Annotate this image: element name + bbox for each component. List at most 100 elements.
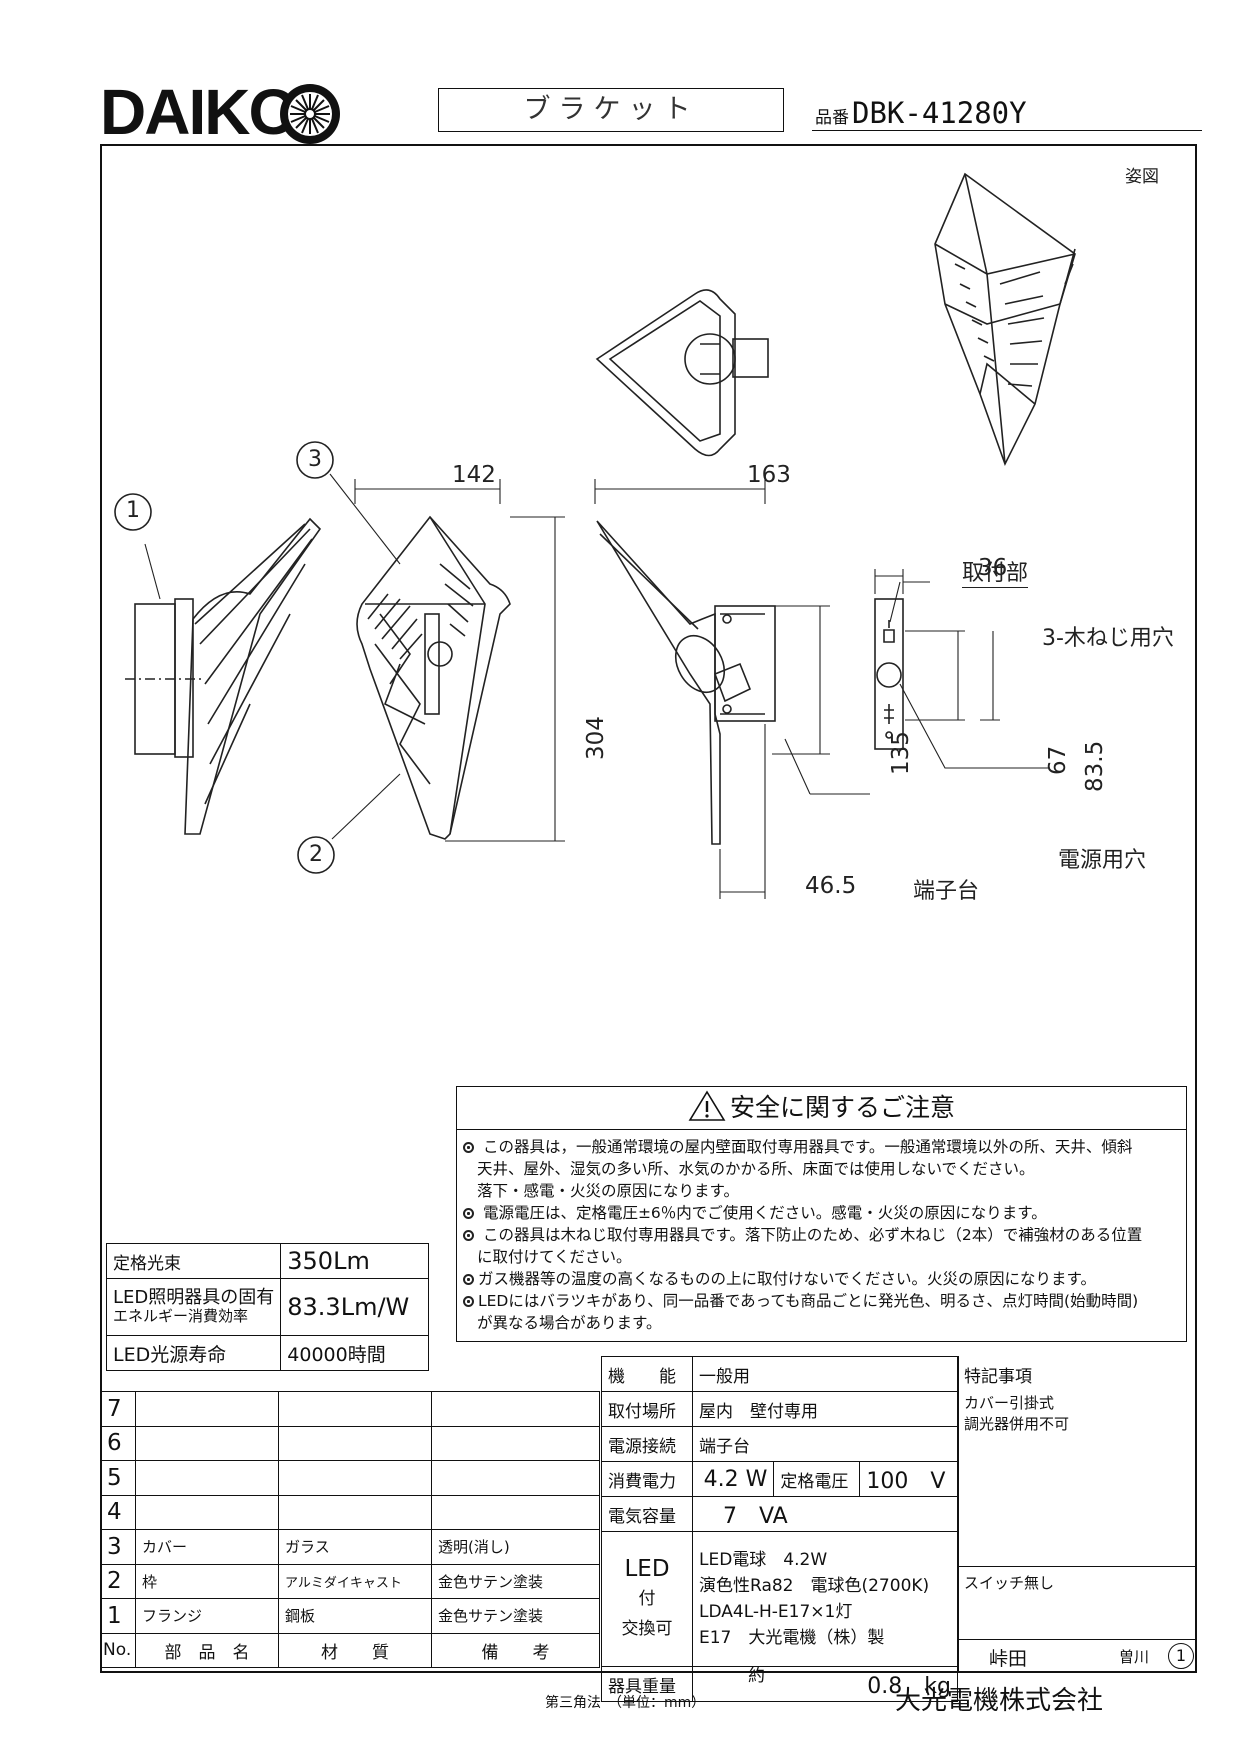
part-name bbox=[135, 1460, 279, 1496]
led-details: LED電球 4.2W 演色性Ra82 電球色(2700K) LDA4L-H-E1… bbox=[692, 1531, 958, 1667]
terminal-label: 端子台 bbox=[913, 879, 980, 904]
table-row: 電源接続端子台 bbox=[601, 1426, 958, 1462]
callout-circles bbox=[114, 441, 335, 874]
rated-v-value: 100 V bbox=[859, 1461, 958, 1497]
view-label: 姿図 bbox=[1125, 167, 1159, 187]
part-name: カバー bbox=[135, 1529, 279, 1565]
col-material-header: 材 質 bbox=[278, 1632, 432, 1668]
company-name: 大光電機株式会社 bbox=[895, 1686, 1104, 1716]
part-no: 2 bbox=[100, 1563, 136, 1599]
led-life-value: 40000時間 bbox=[280, 1335, 430, 1371]
power-label: 消費電力 bbox=[601, 1461, 693, 1497]
part-material bbox=[278, 1425, 432, 1461]
bullet-icon bbox=[463, 1230, 474, 1241]
notes-divider bbox=[959, 1566, 1196, 1567]
power-conn-value: 端子台 bbox=[692, 1426, 958, 1462]
part-no: 3 bbox=[100, 1529, 136, 1565]
function-value: 一般用 bbox=[692, 1356, 958, 1392]
table-row: LED光源寿命 40000時間 bbox=[105, 1335, 430, 1371]
rated-flux-value: 350Lm bbox=[280, 1243, 430, 1279]
sheet-number: 1 bbox=[1168, 1643, 1194, 1669]
table-row: LED照明器具の固有 エネルギー消費効率 83.3Lm/W bbox=[105, 1278, 430, 1336]
mount-label: 取付場所 bbox=[601, 1391, 693, 1427]
part-remark bbox=[431, 1460, 600, 1496]
sun-logo-icon bbox=[280, 84, 340, 144]
part-material: ガラス bbox=[278, 1529, 432, 1565]
mount-plate bbox=[874, 598, 904, 750]
callout-2: 2 bbox=[309, 842, 323, 867]
front-view bbox=[125, 517, 322, 835]
mount-value: 屋内 壁付専用 bbox=[692, 1391, 958, 1427]
table-row: 取付場所屋内 壁付専用 bbox=[601, 1391, 958, 1427]
efficiency-label: LED照明器具の固有 エネルギー消費効率 bbox=[105, 1278, 282, 1336]
checked-by: 曽川 bbox=[1119, 1648, 1150, 1666]
function-label: 機 能 bbox=[601, 1356, 693, 1392]
perspective-view bbox=[934, 172, 1076, 467]
part-remark: 金色サテン塗装 bbox=[431, 1598, 600, 1634]
col-no-header: No. bbox=[100, 1632, 136, 1668]
part-no: 4 bbox=[100, 1494, 136, 1530]
callout-1: 1 bbox=[126, 498, 140, 523]
part-name bbox=[135, 1391, 279, 1427]
bullet-icon bbox=[463, 1274, 474, 1285]
logo-text: DAIKO bbox=[100, 76, 298, 148]
part-name bbox=[135, 1494, 279, 1530]
projection-note: 第三角法 （単位：mm） bbox=[545, 1695, 706, 1711]
col-remark-header: 備 考 bbox=[431, 1632, 600, 1668]
safety-line: この器具は，一般通常環境の屋内壁面取付専用器具です。一般通常環境以外の所、天井、… bbox=[463, 1136, 1178, 1158]
mount-section-label: 取付部 bbox=[962, 555, 1029, 588]
part-material bbox=[278, 1494, 432, 1530]
drawn-by: 峠田 bbox=[989, 1648, 1028, 1670]
notes-line-2: 調光器併用不可 bbox=[964, 1415, 1070, 1433]
safety-line: この器具は木ねじ取付専用器具です。落下防止のため、必ず木ねじ（2本）で補強材のあ… bbox=[463, 1224, 1178, 1246]
part-no: 7 bbox=[100, 1391, 136, 1427]
safety-notice-title: 安全に関するご注意 bbox=[457, 1087, 1186, 1130]
safety-notice-body: この器具は，一般通常環境の屋内壁面取付専用器具です。一般通常環境以外の所、天井、… bbox=[457, 1130, 1186, 1334]
brand-logo: DAIKO bbox=[100, 78, 340, 148]
capacity-label: 電気容量 bbox=[601, 1496, 693, 1532]
part-material: アルミダイキャスト bbox=[278, 1563, 432, 1599]
dim-mount-hole-pitch: 67 bbox=[1045, 745, 1071, 775]
rated-flux-label: 定格光束 bbox=[105, 1243, 282, 1279]
bullet-icon bbox=[463, 1142, 474, 1153]
safety-notice: 安全に関するご注意 この器具は，一般通常環境の屋内壁面取付専用器具です。一般通常… bbox=[456, 1086, 1187, 1342]
part-remark bbox=[431, 1391, 600, 1427]
luminance-table: 定格光束 350Lm LED照明器具の固有 エネルギー消費効率 83.3Lm/W… bbox=[105, 1243, 430, 1371]
table-row: 定格光束 350Lm bbox=[105, 1243, 430, 1279]
col-name-header: 部 品 名 bbox=[135, 1632, 279, 1668]
callout-3: 3 bbox=[308, 447, 322, 472]
power-conn-label: 電源接続 bbox=[601, 1426, 693, 1462]
safety-line: 電源電圧は、定格電圧±6％内でご使用ください。感電・火災の原因になります。 bbox=[463, 1202, 1178, 1224]
dim-mount-total: 83.5 bbox=[1082, 740, 1108, 792]
dim-depth-base: 46.5 bbox=[805, 873, 857, 899]
dim-height-mount: 135 bbox=[888, 731, 914, 775]
part-name: フランジ bbox=[135, 1598, 279, 1634]
dim-mount-width: 36 bbox=[978, 555, 1008, 581]
power-value: 4.2 W bbox=[691, 1461, 775, 1497]
dim-width-front: 142 bbox=[452, 462, 496, 488]
part-number-value: DBK-41280Y bbox=[852, 96, 1027, 130]
capacity-value: 7 VA bbox=[692, 1496, 958, 1532]
part-material: 鋼板 bbox=[278, 1598, 432, 1634]
product-type-title: ブラケット bbox=[438, 88, 784, 132]
dimension-lines bbox=[354, 479, 1000, 899]
part-no: 1 bbox=[100, 1598, 136, 1634]
safety-line: LEDにはバラツキがあり、同一品番であっても商品ごとに発光色、明るさ、点灯時間(… bbox=[463, 1290, 1178, 1312]
bullet-icon bbox=[463, 1296, 474, 1307]
screw-holes-label: 3-木ねじ用穴 bbox=[1042, 626, 1174, 651]
part-name: 枠 bbox=[135, 1563, 279, 1599]
special-notes: 特記事項 カバー引掛式 調光器併用不可 スイッチ無し 峠田 曽川 1 bbox=[958, 1356, 1197, 1673]
part-material bbox=[278, 1391, 432, 1427]
leader-lines bbox=[144, 473, 1050, 840]
led-label: LED 付 交換可 bbox=[601, 1531, 693, 1667]
safety-line: が異なる場合があります。 bbox=[477, 1314, 662, 1332]
part-number-prefix: 品番 bbox=[815, 108, 849, 128]
table-row: 5 bbox=[100, 1460, 600, 1496]
